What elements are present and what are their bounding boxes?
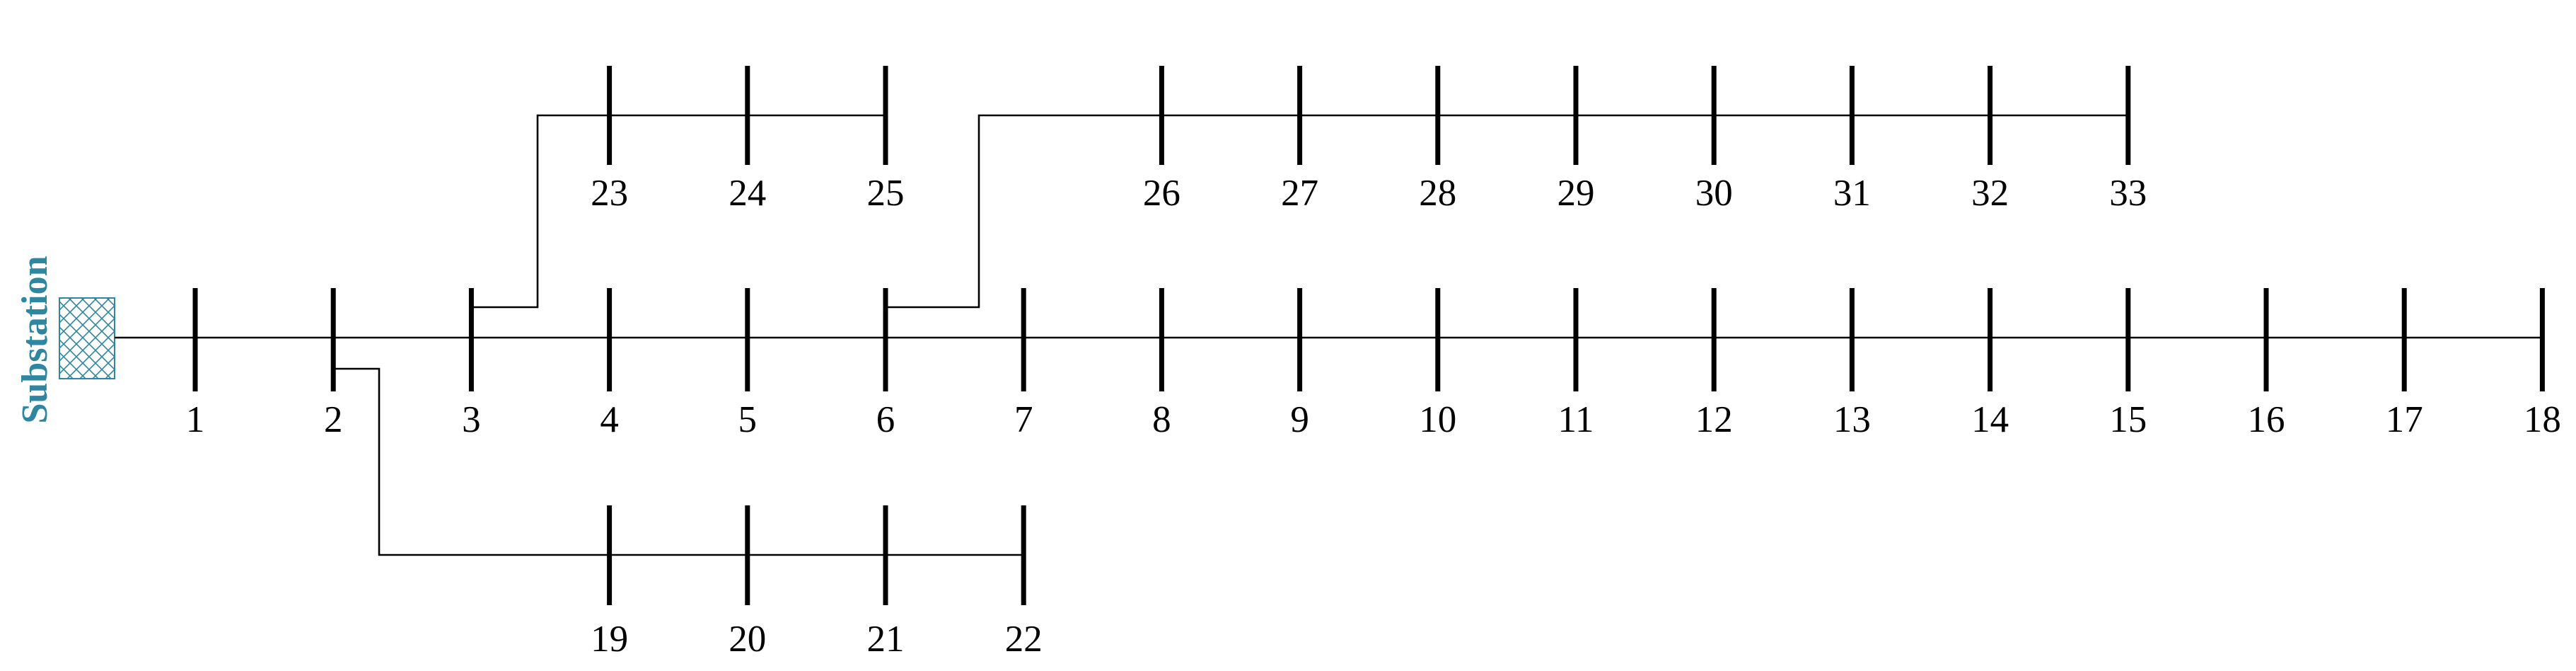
substation-hatched-box-icon	[59, 297, 115, 379]
bus-12-label: 12	[1695, 399, 1733, 440]
bus-4-label: 4	[600, 399, 619, 440]
bus-6-label: 6	[876, 399, 895, 440]
bus-25-label: 25	[867, 173, 905, 214]
bus-13-label: 13	[1833, 399, 1871, 440]
bus-15-label: 15	[2109, 399, 2147, 440]
lateral-19-22-line	[334, 367, 1024, 556]
bus-19-label: 19	[591, 619, 628, 660]
lateral-23-25-line	[472, 114, 887, 309]
bus-33-label: 33	[2109, 173, 2147, 214]
bus-22-label: 22	[1005, 619, 1043, 660]
bus-9-label: 9	[1290, 399, 1309, 440]
bus-29-label: 29	[1557, 173, 1595, 214]
bus-1-label: 1	[186, 399, 205, 440]
bus-8-label: 8	[1152, 399, 1171, 440]
bus-21-label: 21	[867, 619, 905, 660]
bus-16-label: 16	[2248, 399, 2285, 440]
substation: Substation	[15, 256, 115, 424]
bus-31-label: 31	[1833, 173, 1871, 214]
bus-14-label: 14	[1971, 399, 2009, 440]
bus-17-label: 17	[2386, 399, 2423, 440]
bus-5-label: 5	[738, 399, 758, 440]
bus-20-label: 20	[729, 619, 766, 660]
bus-28-label: 28	[1419, 173, 1456, 214]
bus-24-label: 24	[729, 173, 766, 214]
feeder-lines	[115, 114, 2544, 556]
bus-11-label: 11	[1557, 399, 1594, 440]
bus-3-label: 3	[462, 399, 481, 440]
bus-18-label: 18	[2524, 399, 2561, 440]
bus-2-label: 2	[324, 399, 343, 440]
bus-10-label: 10	[1419, 399, 1456, 440]
bus-23-label: 23	[591, 173, 628, 214]
bus-32-label: 32	[1971, 173, 2009, 214]
lateral-26-33-line	[887, 114, 2129, 309]
bus-30-label: 30	[1695, 173, 1733, 214]
bus-7-label: 7	[1014, 399, 1033, 440]
bus-26-label: 26	[1143, 173, 1180, 214]
substation-label: Substation	[15, 256, 55, 423]
bus-27-label: 27	[1281, 173, 1318, 214]
